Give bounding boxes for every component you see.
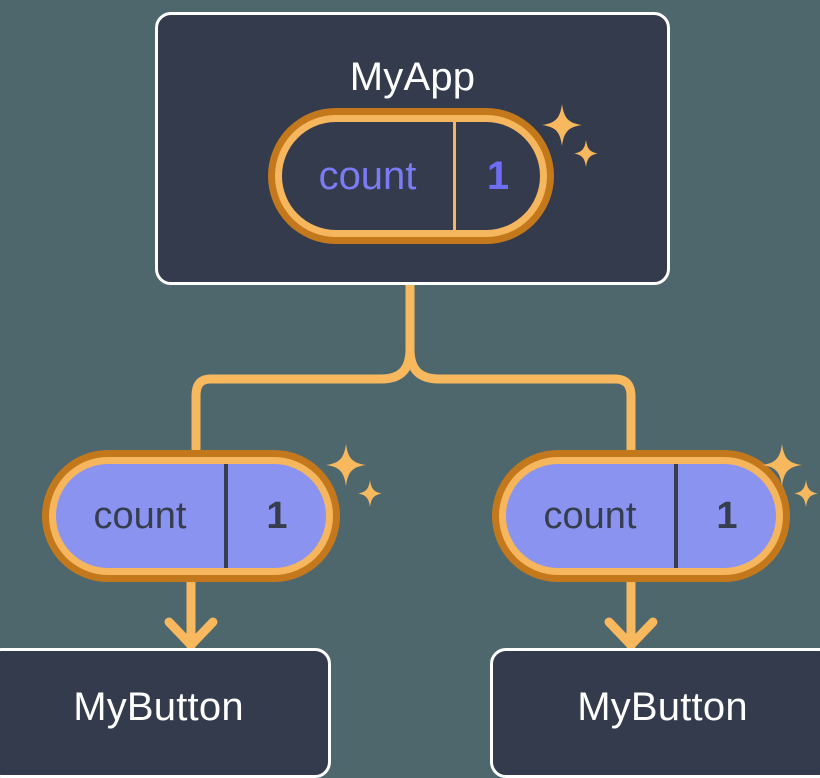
signal-pill-child-left[interactable]: count 1 xyxy=(42,450,340,582)
signal-name: count xyxy=(282,122,456,230)
signal-name: count xyxy=(56,464,228,568)
signal-pill-root[interactable]: count 1 xyxy=(268,108,554,244)
component-label-mybutton-left: MyButton xyxy=(73,685,244,729)
arrow-head-left-icon xyxy=(164,617,218,650)
component-label-myapp: MyApp xyxy=(349,55,476,99)
signal-pill-body: count 1 xyxy=(506,464,776,568)
signal-pill-ring: count 1 xyxy=(499,457,783,575)
signal-value: 1 xyxy=(266,494,288,537)
edge-branch-right xyxy=(405,344,636,457)
signal-pill-body: count 1 xyxy=(282,122,540,230)
arrow-head-right-icon xyxy=(604,617,658,650)
signal-name: count xyxy=(506,464,678,568)
signal-pill-child-right[interactable]: count 1 xyxy=(492,450,790,582)
signal-pill-body: count 1 xyxy=(56,464,326,568)
signal-value: 1 xyxy=(486,153,510,198)
component-box-mybutton-right[interactable]: MyButton xyxy=(490,648,820,778)
signal-pill-ring: count 1 xyxy=(49,457,333,575)
component-label-mybutton-right: MyButton xyxy=(577,685,748,729)
signal-pill-ring: count 1 xyxy=(275,115,547,237)
component-box-mybutton-left[interactable]: MyButton xyxy=(0,648,331,778)
edge-branch-left xyxy=(191,344,415,457)
signal-value: 1 xyxy=(716,494,738,537)
